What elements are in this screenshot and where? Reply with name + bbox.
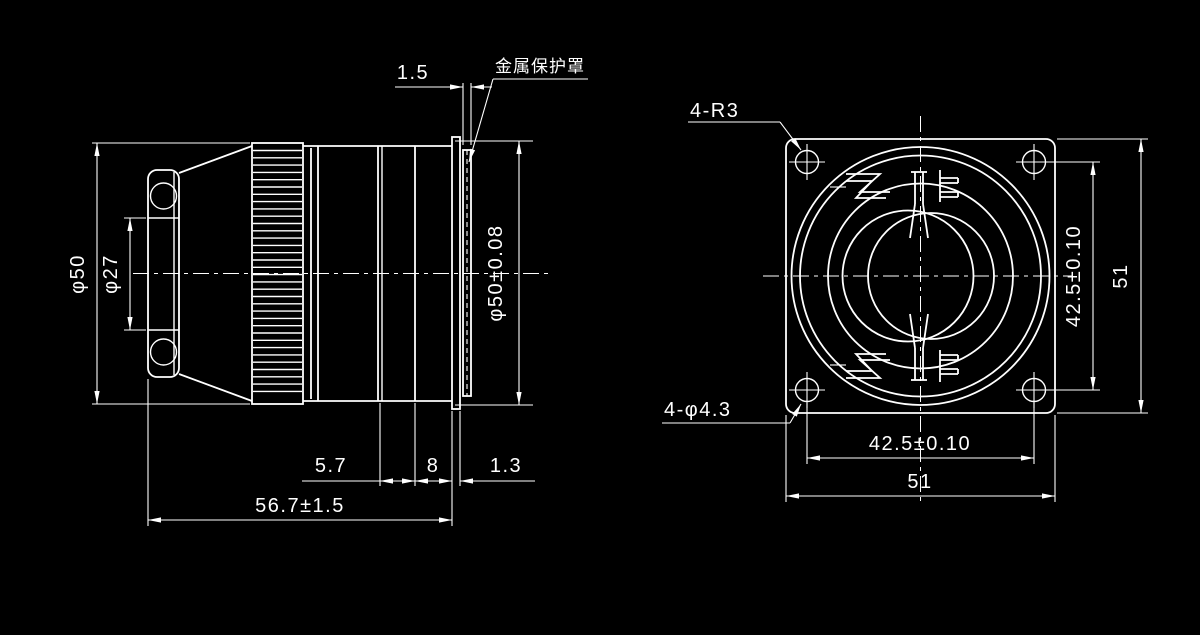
keyway-top — [830, 170, 959, 239]
clamp-screw-bottom — [149, 338, 178, 366]
dim-outer-diameter-label: φ50 — [67, 254, 89, 294]
insert-circle-right — [867, 212, 995, 340]
knurl-ribs — [253, 149, 302, 393]
dim-flange-size-horizontal-label: 51 — [907, 471, 932, 493]
keyway-bottom — [830, 313, 959, 382]
mounting-hole-centerlines — [789, 144, 1052, 408]
dim-overall-length-label: 56.7±1.5 — [255, 495, 345, 517]
square-flange — [785, 138, 1056, 414]
callout-mounting-holes-label: 4-φ4.3 — [664, 399, 732, 421]
dim-clamp-diameter-label: φ27 — [100, 254, 122, 294]
dim-flange-size-vertical-label: 51 — [1110, 263, 1132, 288]
dimension-arrowheads — [94, 84, 1144, 523]
dim-hole-pitch-horizontal-label: 42.5±0.10 — [869, 433, 971, 455]
callout-corner-radius-label: 4-R3 — [690, 100, 739, 122]
socket-body-circle — [827, 182, 1014, 370]
dim-cap-thickness-label: 1.5 — [397, 62, 429, 84]
side-view: 1.5 金属保护罩 φ50 φ27 φ50±0.08 5.7 8 1.3 — [67, 57, 588, 526]
dim-hole-pitch-vertical-label: 42.5±0.10 — [1063, 225, 1085, 327]
callout-metal-cover-label: 金属保护罩 — [495, 57, 585, 76]
knurled-coupling-nut — [251, 142, 304, 405]
flange-edge-view — [451, 136, 461, 410]
front-view: 4-R3 4-φ4.3 42.5±0.10 51 42.5±0.10 51 — [94, 84, 1148, 523]
shell-inner-circle — [799, 154, 1042, 398]
cable-clamp-plate — [147, 169, 180, 378]
dim-section-1-label: 5.7 — [315, 455, 347, 477]
dim-spigot-diameter-label: φ50±0.08 — [485, 224, 507, 321]
dim-flange-thickness-label: 1.3 — [490, 455, 522, 477]
clamp-screw-top — [149, 182, 178, 210]
dim-section-2-label: 8 — [427, 455, 440, 477]
insert-circle-left — [841, 209, 975, 343]
shell-outer-circle — [790, 146, 1051, 406]
